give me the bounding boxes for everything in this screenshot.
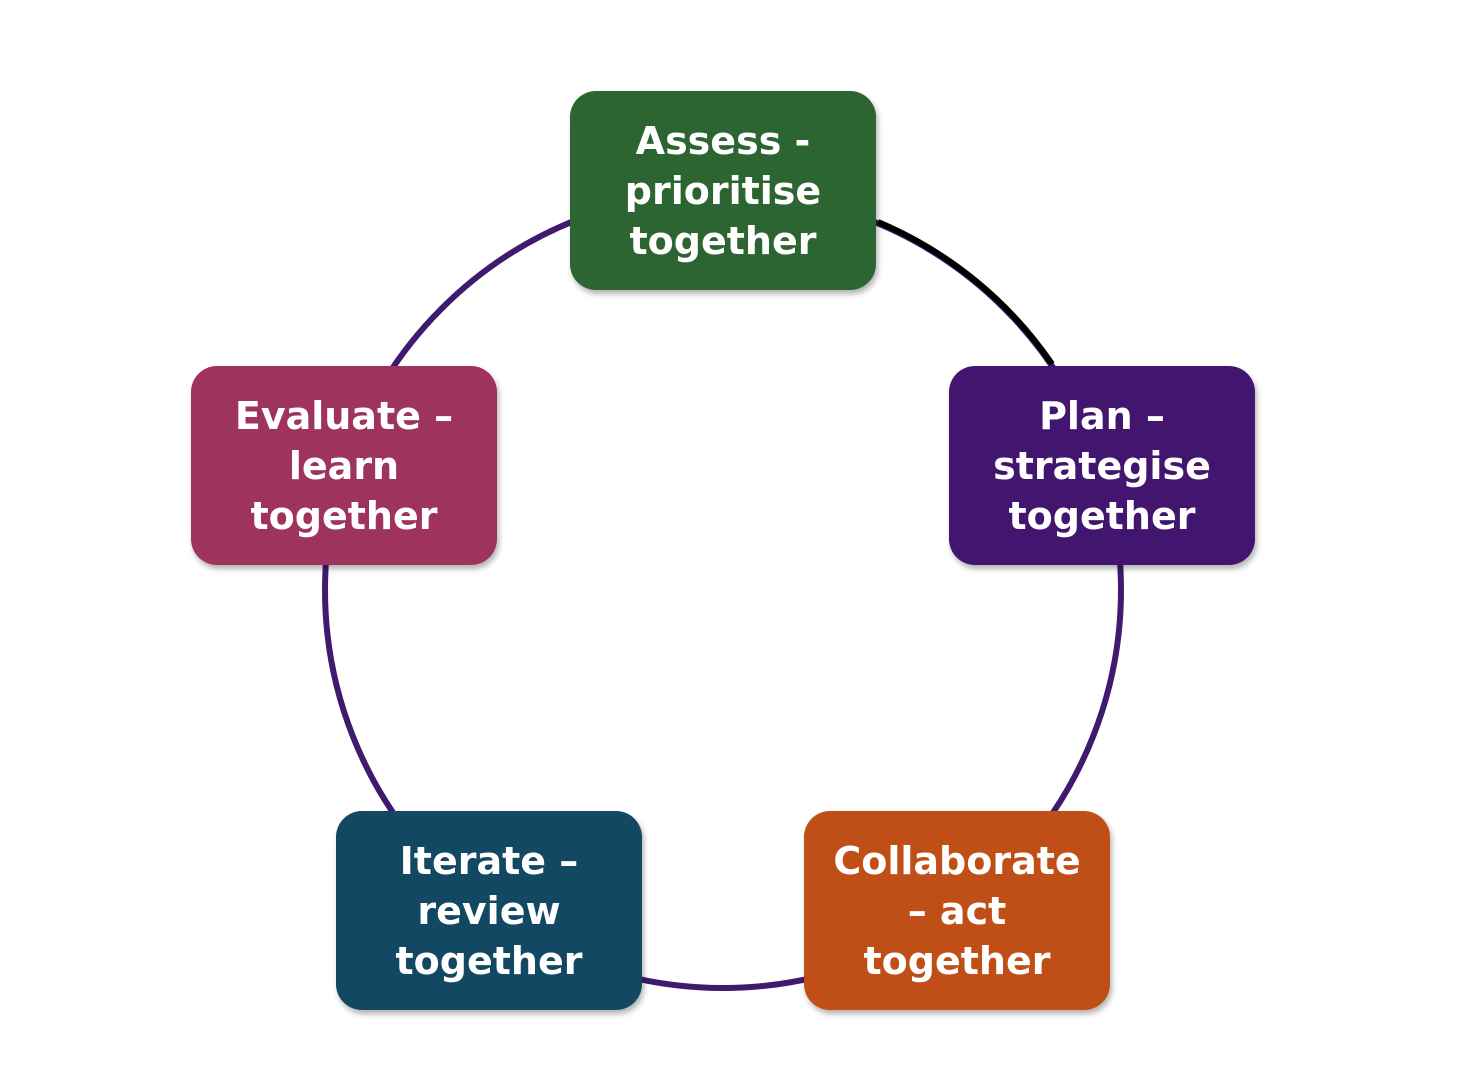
step-label: Plan – strategise together bbox=[993, 393, 1211, 538]
step-label: Iterate – review together bbox=[395, 838, 583, 983]
step-iterate: Iterate – review together bbox=[336, 811, 642, 1010]
step-label: Assess - prioritise together bbox=[624, 118, 822, 263]
assess-to-plan-arc bbox=[876, 219, 1055, 366]
step-assess: Assess - prioritise together bbox=[570, 91, 876, 290]
step-collaborate: Collaborate – act together bbox=[804, 811, 1110, 1010]
step-label: Evaluate – learn together bbox=[234, 393, 454, 538]
step-label: Collaborate – act together bbox=[833, 838, 1081, 983]
step-evaluate: Evaluate – learn together bbox=[191, 366, 497, 565]
step-plan: Plan – strategise together bbox=[949, 366, 1255, 565]
